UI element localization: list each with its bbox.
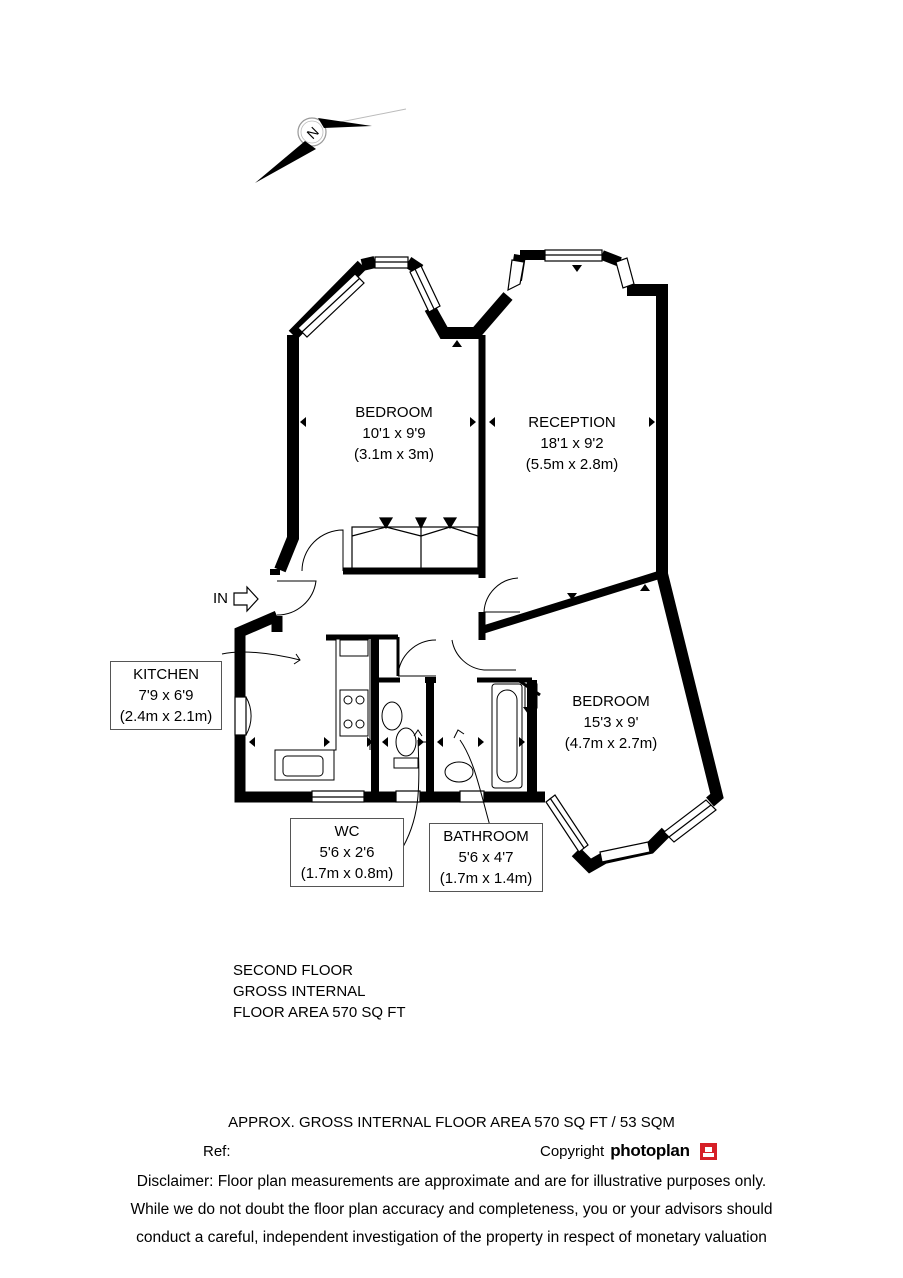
room-name: RECEPTION	[528, 414, 616, 431]
room-size-metric: (5.5m x 2.8m)	[525, 456, 619, 473]
room-size-metric: (1.7m x 1.4m)	[439, 870, 533, 887]
entrance-label: IN	[213, 590, 228, 607]
windows	[234, 249, 717, 863]
kitchen-fittings	[274, 639, 371, 781]
room-name: KITCHEN	[133, 666, 199, 683]
room-name: WC	[334, 823, 360, 840]
room-size-imperial: 7'9 x 6'9	[138, 687, 194, 704]
room-size-imperial: 10'1 x 9'9	[362, 425, 426, 442]
disclaimer-line-2: While we do not doubt the floor plan acc…	[130, 1201, 773, 1218]
entrance-arrow-icon	[233, 585, 259, 613]
copyright-label: Copyright	[540, 1142, 605, 1160]
disclaimer: Disclaimer: Floor plan measurements are …	[0, 1168, 903, 1252]
brand-name: photoplan	[610, 1141, 690, 1160]
floor-name: SECOND FLOOR	[233, 962, 354, 979]
north-arrow-icon: N	[255, 108, 407, 183]
floor-area-value: FLOOR AREA 570 SQ FT	[233, 1004, 406, 1021]
room-name: BEDROOM	[355, 404, 433, 421]
room-label-wc: WC 5'6 x 2'6 (1.7m x 0.8m)	[290, 818, 404, 887]
floor-area-summary: SECOND FLOOR GROSS INTERNAL FLOOR AREA 5…	[233, 960, 406, 1023]
room-size-metric: (3.1m x 3m)	[353, 446, 434, 463]
photoplan-logo-icon	[700, 1143, 717, 1160]
approx-total-area: APPROX. GROSS INTERNAL FLOOR AREA 570 SQ…	[228, 1114, 675, 1131]
disclaimer-line-1: Disclaimer: Floor plan measurements are …	[136, 1173, 767, 1190]
reference-label: Ref:	[203, 1143, 231, 1160]
disclaimer-line-3: conduct a careful, independent investiga…	[136, 1229, 767, 1246]
room-size-imperial: 5'6 x 4'7	[458, 849, 514, 866]
copyright: Copyright photoplan	[540, 1141, 690, 1161]
room-name: BATHROOM	[443, 828, 529, 845]
sanitary-fittings	[381, 683, 538, 789]
room-size-imperial: 15'3 x 9'	[583, 714, 639, 731]
room-label-bedroom-1: BEDROOM 10'1 x 9'9 (3.1m x 3m)	[334, 402, 454, 465]
room-size-imperial: 5'6 x 2'6	[319, 844, 375, 861]
floor-area-heading: GROSS INTERNAL	[233, 983, 366, 1000]
room-leader-lines	[221, 651, 491, 853]
room-size-metric: (1.7m x 0.8m)	[300, 865, 394, 882]
room-size-metric: (2.4m x 2.1m)	[119, 708, 213, 725]
room-label-reception: RECEPTION 18'1 x 9'2 (5.5m x 2.8m)	[507, 412, 637, 475]
doors	[245, 529, 520, 736]
room-name: BEDROOM	[572, 693, 650, 710]
room-size-metric: (4.7m x 2.7m)	[564, 735, 658, 752]
wardrobes	[351, 517, 479, 570]
room-size-imperial: 18'1 x 9'2	[540, 435, 604, 452]
room-label-bedroom-2: BEDROOM 15'3 x 9' (4.7m x 2.7m)	[551, 691, 671, 754]
room-label-kitchen: KITCHEN 7'9 x 6'9 (2.4m x 2.1m)	[110, 661, 222, 730]
room-label-bathroom: BATHROOM 5'6 x 4'7 (1.7m x 1.4m)	[429, 823, 543, 892]
